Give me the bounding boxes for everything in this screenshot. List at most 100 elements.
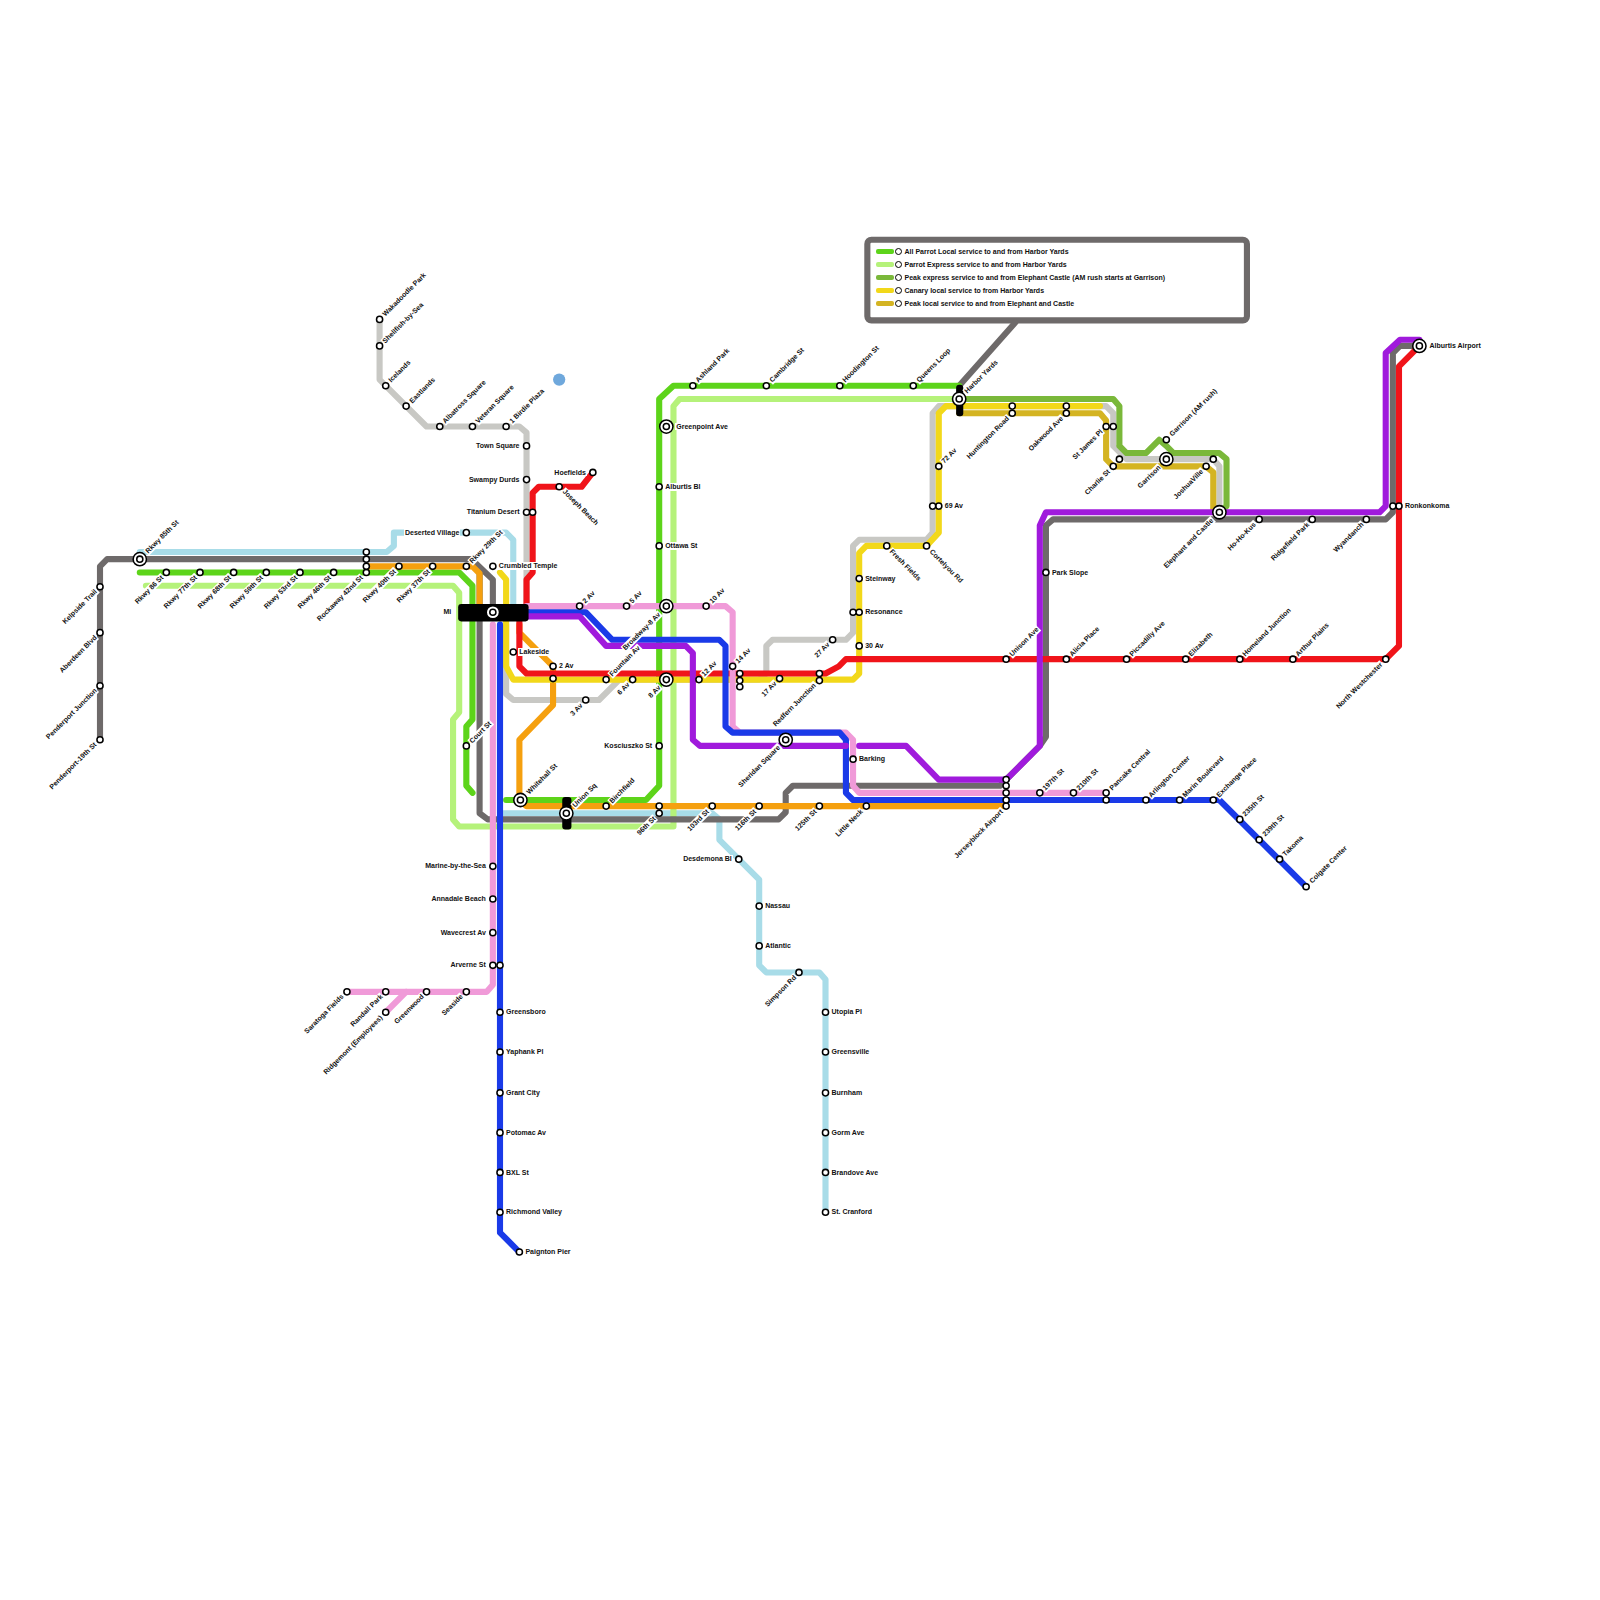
station-dot bbox=[463, 989, 469, 995]
station-label: Grant City bbox=[505, 1089, 541, 1097]
station-dot bbox=[497, 962, 503, 968]
station-label: Rkwy 86 St bbox=[133, 573, 166, 606]
station-dot bbox=[497, 1130, 503, 1136]
station-dot bbox=[822, 1169, 828, 1175]
station-label: Ashland Park bbox=[694, 346, 732, 384]
station-dot bbox=[796, 969, 802, 975]
legend-swatch bbox=[876, 262, 894, 267]
station-dot bbox=[816, 670, 822, 676]
station-label: Crumbled Temple bbox=[498, 562, 559, 570]
station-dot bbox=[1070, 790, 1076, 796]
station-dot bbox=[756, 903, 762, 909]
station-dot bbox=[510, 649, 516, 655]
station-dot bbox=[656, 743, 662, 749]
station-label: Arverne St bbox=[449, 961, 486, 969]
interchange-symbol bbox=[779, 733, 792, 746]
legend-row: All Parrot Local service to and from Har… bbox=[876, 245, 1166, 258]
station-dot bbox=[1103, 797, 1109, 803]
station-dot bbox=[97, 737, 103, 743]
station-label: 27 Av bbox=[812, 641, 832, 661]
station-dot bbox=[863, 803, 869, 809]
station-label: Piccadilly Ave bbox=[1127, 619, 1167, 659]
station-dot bbox=[523, 509, 529, 515]
station-dot bbox=[816, 678, 822, 684]
station-label: Lakeside bbox=[518, 648, 550, 656]
station-label: 116th St bbox=[733, 807, 759, 833]
station-dot bbox=[630, 677, 636, 683]
station-dot bbox=[1110, 423, 1116, 429]
station-label: Union Sq bbox=[570, 781, 599, 810]
station-dot bbox=[777, 676, 783, 682]
station-dot bbox=[936, 503, 942, 509]
station-dot bbox=[516, 1249, 522, 1255]
station-label: Potomac Av bbox=[505, 1129, 547, 1137]
station-label: Penderport-19th St bbox=[48, 741, 99, 792]
interchange-core bbox=[663, 423, 669, 429]
station-dot bbox=[1396, 503, 1402, 509]
station-dot bbox=[1163, 437, 1169, 443]
interchange-ring bbox=[560, 807, 573, 820]
station-dot bbox=[1390, 503, 1396, 509]
station-dot bbox=[377, 316, 383, 322]
station-label: Ridgefield Park bbox=[1269, 520, 1312, 563]
station-dot bbox=[656, 484, 662, 490]
station-label: Town Square bbox=[475, 442, 520, 450]
station-label: Seaside bbox=[440, 993, 466, 1019]
interchange-core bbox=[1163, 456, 1169, 462]
legend-row: Peak local service to and from Elephant … bbox=[876, 297, 1166, 310]
station-dot bbox=[377, 343, 383, 349]
station-label: Takoma bbox=[1280, 833, 1305, 858]
interchange-symbol bbox=[660, 673, 673, 686]
station-dot bbox=[936, 463, 942, 469]
station-label: Kelpside Trail bbox=[60, 588, 99, 627]
station-label: Greenwood bbox=[392, 993, 426, 1027]
station-dot bbox=[603, 677, 609, 683]
station-label: 8 Av bbox=[646, 683, 663, 700]
station-label: 12 Av bbox=[700, 659, 720, 679]
station-label: Rkwy 40th St bbox=[361, 567, 399, 605]
station-dot bbox=[1003, 790, 1009, 796]
station-label: Alburtis Bl bbox=[664, 483, 701, 491]
station-label: Little Neck bbox=[834, 807, 866, 839]
station-dot bbox=[1123, 656, 1129, 662]
station-label: Huntington Road bbox=[964, 414, 1011, 461]
legend-row: Parrot Express service to and from Harbo… bbox=[876, 258, 1166, 271]
station-dots bbox=[97, 316, 1426, 1255]
station-dot bbox=[1009, 410, 1015, 416]
station-label: North Westchester bbox=[1334, 660, 1385, 711]
station-dot bbox=[1110, 463, 1116, 469]
station-dot bbox=[1003, 803, 1009, 809]
station-dot bbox=[383, 1009, 389, 1015]
station-label: Wavecrest Av bbox=[440, 929, 487, 937]
station-dot bbox=[497, 1049, 503, 1055]
station-label: Eastlands bbox=[407, 375, 437, 405]
station-dot bbox=[497, 1169, 503, 1175]
hub-bar bbox=[562, 797, 571, 830]
station-dot bbox=[463, 563, 469, 569]
route-line bbox=[527, 612, 1307, 886]
interchange-ring bbox=[660, 420, 673, 433]
station-label: Burnham bbox=[831, 1089, 864, 1097]
station-dot bbox=[1309, 516, 1315, 522]
station-label: Annadale Beach bbox=[430, 895, 486, 903]
station-label: 3 Av bbox=[568, 701, 585, 718]
station-label: Charlie St bbox=[1083, 467, 1113, 497]
station-label: Elephant and Castle bbox=[1162, 516, 1216, 570]
station-dot bbox=[1063, 410, 1069, 416]
legend-text: All Parrot Local service to and from Har… bbox=[905, 248, 1069, 255]
station-dot bbox=[1290, 656, 1296, 662]
station-label: Arthur Plains bbox=[1294, 620, 1332, 658]
station-dot bbox=[463, 743, 469, 749]
station-dot bbox=[231, 569, 237, 575]
station-dot bbox=[1363, 516, 1369, 522]
station-label: Elizabeth bbox=[1186, 630, 1215, 659]
station-dot bbox=[490, 930, 496, 936]
interchange-ring bbox=[660, 673, 673, 686]
station-dot bbox=[497, 1009, 503, 1015]
station-label: Greensboro bbox=[505, 1008, 547, 1016]
route-line bbox=[140, 386, 959, 800]
station-label: Jerseyblock Airport bbox=[952, 807, 1005, 860]
station-dot bbox=[556, 484, 562, 490]
station-dot bbox=[1237, 816, 1243, 822]
